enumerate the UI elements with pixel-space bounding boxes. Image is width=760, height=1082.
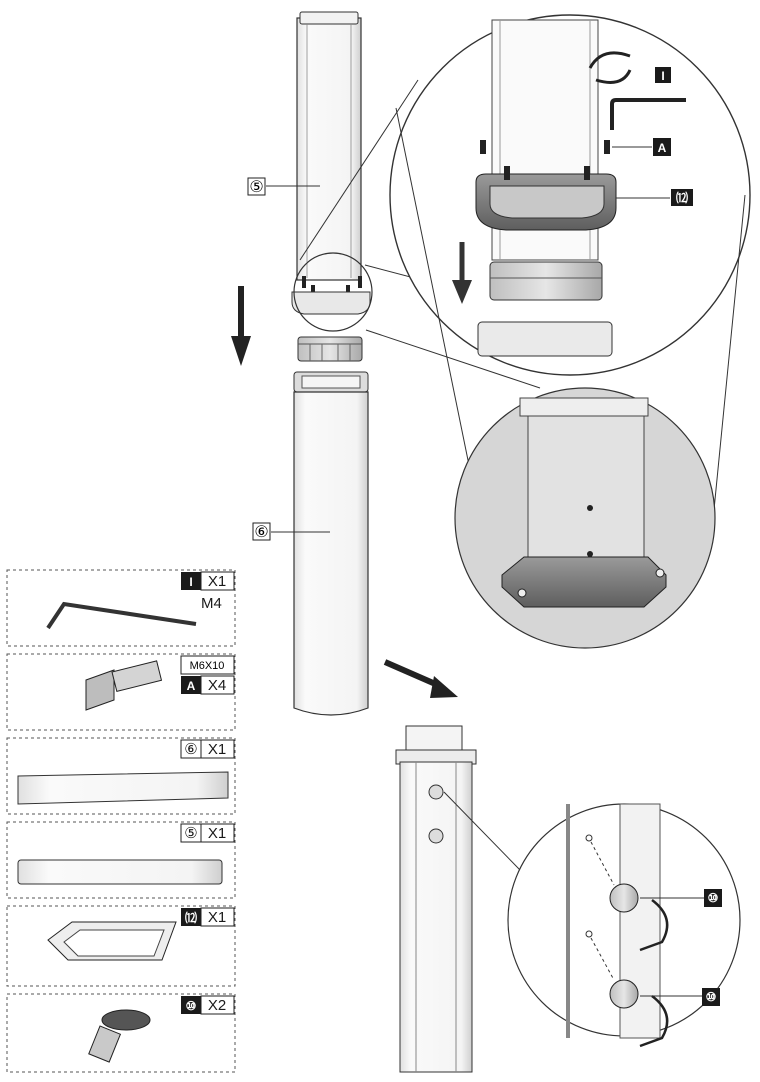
svg-text:M6X10: M6X10 (190, 660, 225, 672)
callout-10-top: ⑩ (704, 889, 722, 907)
svg-text:I: I (189, 575, 192, 589)
bracket-12-small (291, 291, 371, 315)
svg-text:⑩: ⑩ (186, 999, 197, 1013)
svg-text:A: A (658, 141, 667, 155)
svg-text:X4: X4 (208, 677, 226, 694)
part-item-tube-5: ⑤ X1 (6, 821, 236, 899)
svg-text:X2: X2 (208, 997, 226, 1014)
svg-text:⑤: ⑤ (184, 825, 197, 842)
svg-text:⑩: ⑩ (708, 891, 719, 905)
base-post (395, 725, 521, 1073)
svg-text:A: A (187, 679, 196, 693)
callout-5: ⑤ (247, 177, 266, 196)
zoom-detail-base (454, 387, 716, 649)
zoom-source-circle (293, 252, 373, 332)
svg-text:X1: X1 (208, 825, 226, 842)
callout-12: ⑿ (671, 189, 693, 206)
callout-10-bottom: ⑩ (702, 988, 720, 1006)
svg-text:⑤: ⑤ (249, 179, 263, 196)
callout-screw-A: A (653, 138, 671, 156)
small-screws (302, 276, 362, 297)
svg-text:X1: X1 (208, 909, 226, 926)
part-item-hex-key: I X1 M4 (6, 569, 236, 647)
svg-text:I: I (661, 69, 664, 83)
part-item-screw: M6X10 A X4 (6, 653, 236, 731)
svg-text:⑿: ⑿ (676, 190, 688, 205)
svg-text:X1: X1 (208, 573, 226, 590)
svg-text:⑥: ⑥ (254, 524, 268, 541)
down-arrow (231, 286, 251, 366)
upper-tube-5 (296, 11, 362, 281)
svg-text:⑥: ⑥ (184, 741, 197, 758)
svg-text:X1: X1 (208, 741, 226, 758)
zoom-detail-top (389, 14, 751, 376)
part-item-tube-6: ⑥ X1 (6, 737, 236, 815)
svg-text:M4: M4 (201, 595, 222, 612)
diagonal-arrow (383, 659, 458, 698)
svg-text:⑩: ⑩ (706, 990, 717, 1004)
svg-text:⑿: ⑿ (185, 910, 197, 925)
callout-6: ⑥ (252, 522, 271, 541)
zoom-detail-knobs (507, 803, 741, 1048)
lower-tube-6 (293, 371, 369, 716)
part-item-knob-10: ⑩ X2 (6, 993, 236, 1073)
callout-tool-I: I (655, 67, 671, 83)
part-item-bracket-12: ⑿ X1 (6, 905, 236, 987)
parts-list: I X1 M4 M6X10 A X4 ⑥ X1 (6, 569, 236, 1073)
connector-ring (297, 336, 363, 362)
